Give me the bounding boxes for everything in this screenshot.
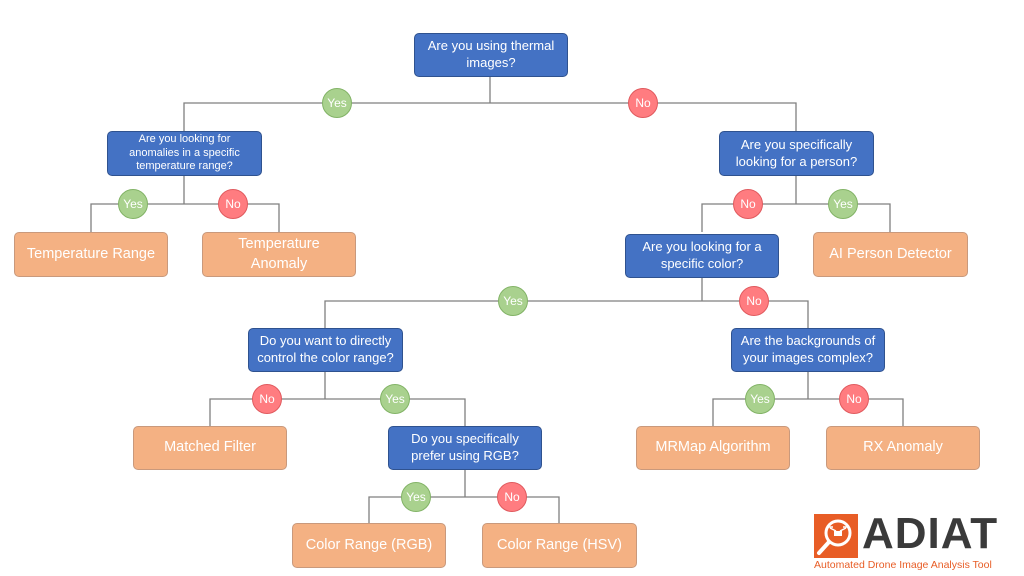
yes-badge: Yes (380, 384, 410, 414)
question-color: Are you looking for a specific color? (625, 234, 779, 278)
yes-badge: Yes (828, 189, 858, 219)
result-rx-anomaly: RX Anomaly (826, 426, 980, 470)
logo-name: ADIAT (862, 509, 999, 558)
no-badge: No (218, 189, 248, 219)
connector-person (701, 203, 891, 232)
no-badge: No (497, 482, 527, 512)
connector-rgb (368, 496, 560, 523)
connector-direct (209, 398, 466, 426)
no-badge: No (733, 189, 763, 219)
result-color-range-rgb: Color Range (RGB) (292, 523, 446, 568)
connector-background (712, 398, 904, 426)
drone-magnifier-icon (814, 514, 858, 558)
yes-badge: Yes (118, 189, 148, 219)
logo-tagline: Automated Drone Image Analysis Tool (814, 559, 992, 571)
result-matched-filter: Matched Filter (133, 426, 287, 470)
adiat-logo: ADIAT Automated Drone Image Analysis Too… (814, 509, 1020, 574)
question-direct-control: Do you want to directly control the colo… (248, 328, 403, 372)
result-mrmap-algorithm: MRMap Algorithm (636, 426, 790, 470)
question-thermal: Are you using thermal images? (414, 33, 568, 77)
result-temperature-anomaly: Temperature Anomaly (202, 232, 356, 277)
question-background: Are the backgrounds of your images compl… (731, 328, 885, 372)
no-badge: No (252, 384, 282, 414)
result-color-range-hsv: Color Range (HSV) (482, 523, 637, 568)
yes-badge: Yes (401, 482, 431, 512)
yes-badge: Yes (322, 88, 352, 118)
question-temperature-range: Are you looking for anomalies in a speci… (107, 131, 262, 176)
yes-badge: Yes (498, 286, 528, 316)
yes-badge: Yes (745, 384, 775, 414)
connector-color (324, 300, 809, 328)
question-person: Are you specifically looking for a perso… (719, 131, 874, 176)
question-rgb: Do you specifically prefer using RGB? (388, 426, 542, 470)
no-badge: No (628, 88, 658, 118)
connector-temp-range (90, 203, 280, 232)
connector-thermal (183, 102, 797, 131)
result-ai-person-detector: AI Person Detector (813, 232, 968, 277)
result-temperature-range: Temperature Range (14, 232, 168, 277)
no-badge: No (739, 286, 769, 316)
no-badge: No (839, 384, 869, 414)
